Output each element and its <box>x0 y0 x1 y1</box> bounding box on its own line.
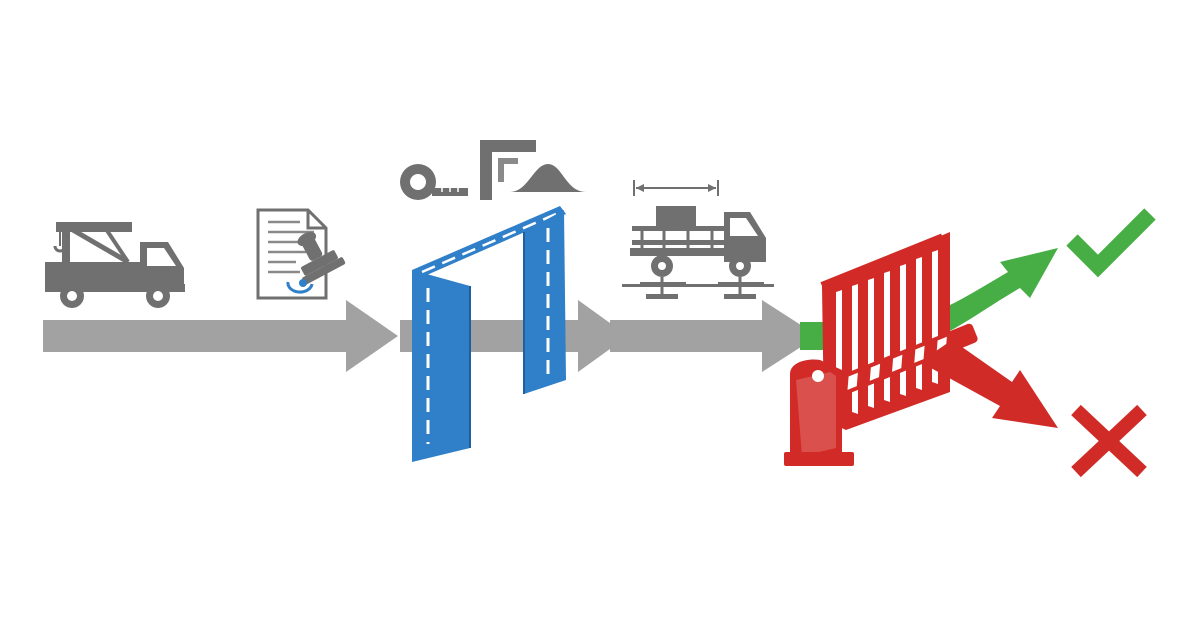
stamped-document-icon <box>256 208 346 300</box>
crane-truck-icon <box>45 222 185 308</box>
tape-measure-icon <box>400 164 468 200</box>
weighbridge-truck-icon <box>622 180 774 299</box>
gauge-frame-icon <box>412 206 566 462</box>
flow-arrow-1 <box>43 300 398 372</box>
cross-icon <box>1071 404 1147 478</box>
gauge-profile-icon <box>480 140 536 200</box>
flow-arrow-3 <box>610 300 818 372</box>
bump-profile-icon <box>510 164 586 192</box>
reject-arrow <box>920 340 1058 428</box>
barrier-gate-icon <box>784 232 978 466</box>
check-icon <box>1066 208 1156 278</box>
